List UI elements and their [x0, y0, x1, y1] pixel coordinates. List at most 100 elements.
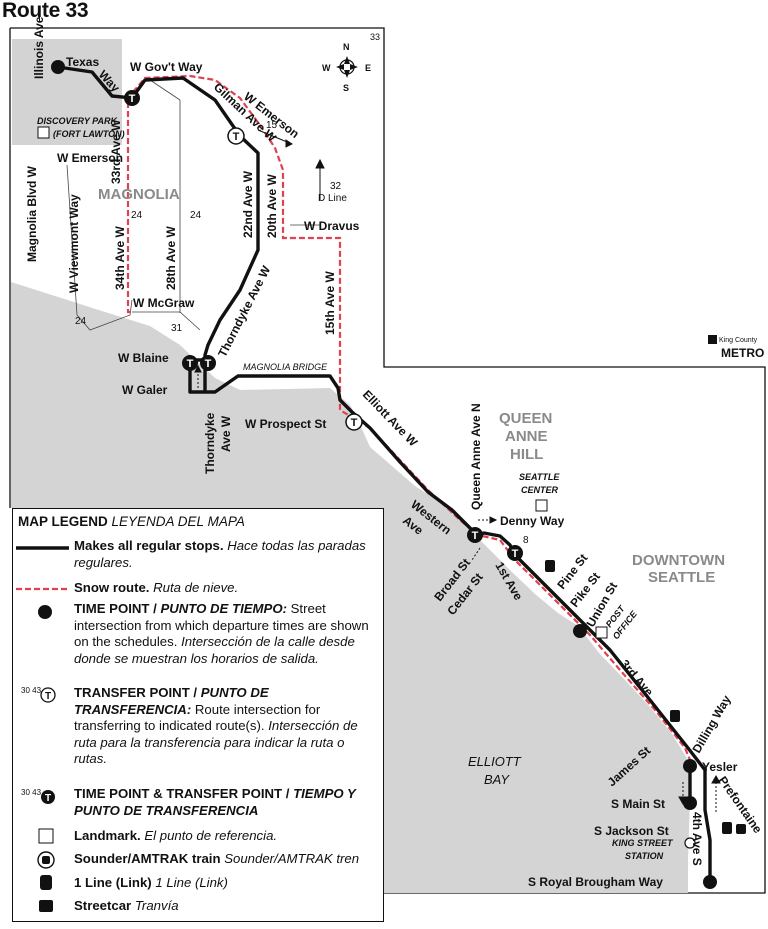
street-queen-anne: Queen Anne Ave N — [469, 403, 483, 510]
area-elliott-2: BAY — [484, 772, 510, 787]
legend-streetcar-bold: Streetcar — [74, 898, 132, 913]
street-yesler: Yesler — [702, 760, 738, 774]
page-number: 33 — [370, 32, 380, 42]
legend-link: 1 Line (Link) 1 Line (Link) — [74, 875, 379, 892]
legend-snow-italic: Ruta de nieve. — [153, 580, 239, 595]
legend-time-transfer-icon: T 30 43 — [21, 788, 55, 804]
discovery-park-area — [12, 39, 122, 145]
link-icon-3rd — [670, 710, 680, 722]
svg-text:T: T — [233, 131, 240, 143]
area-queen-anne-3: HILL — [510, 446, 543, 463]
landmark-seattle-center — [535, 499, 548, 512]
street-royal: S Royal Brougham Way — [528, 875, 663, 889]
compass-icon — [336, 56, 358, 78]
legend-tt-nums: 30 43 — [21, 788, 42, 797]
svg-text:T: T — [45, 691, 51, 702]
route-32: 32 — [330, 181, 342, 192]
legend-regular-italic: Hace todas las paradas regulares. — [74, 538, 366, 570]
legend-transfer-bold: TRANSFER POINT / — [74, 685, 201, 700]
svg-text:T: T — [45, 793, 51, 804]
transfer-timepoint-govway — [124, 90, 140, 106]
landmark-post-office — [595, 626, 608, 639]
map-legend: MAP LEGEND LEYENDA DEL MAPA Makes all re… — [12, 508, 384, 922]
route-8: 8 — [523, 535, 529, 546]
area-queen-anne-2: ANNE — [505, 428, 548, 445]
legend-heading: MAP LEGEND LEYENDA DEL MAPA — [18, 514, 245, 529]
svg-text:T: T — [129, 93, 136, 105]
landmark-discovery-2: (FORT LAWTON) — [53, 129, 125, 139]
route-31: 31 — [171, 323, 183, 334]
street-viewmont: W Viewmont Way — [67, 194, 81, 293]
svg-text:T: T — [472, 530, 479, 542]
area-magnolia: MAGNOLIA — [98, 186, 180, 203]
landmark-discovery-1: DISCOVERY PARK — [37, 116, 119, 126]
timepoint-royal — [703, 875, 717, 889]
route-24c: 24 — [190, 210, 202, 221]
street-22nd: 22nd Ave W — [241, 170, 255, 238]
landmark-king-street-2: STATION — [625, 851, 664, 861]
legend-tt-bold-italic: TIEMPO Y PUNTO DE TRANSFERENCIA — [74, 786, 356, 818]
street-34th: 34th Ave W — [113, 226, 127, 290]
transfer-point-gilman — [227, 127, 245, 145]
legend-landmark-italic: El punto de referencia. — [144, 828, 278, 843]
link-icon-pine — [545, 560, 555, 572]
legend-time-transfer: TIME POINT & TRANSFER POINT / TIEMPO Y P… — [74, 786, 379, 819]
agency-line2: METRO — [721, 346, 764, 360]
route-24a: 24 — [75, 316, 87, 327]
legend-streetcar-icon — [39, 900, 53, 912]
street-dravus: W Dravus — [304, 219, 360, 233]
legend-snow: Snow route. Ruta de nieve. — [74, 580, 379, 597]
legend-heading-italic: LEYENDA DEL MAPA — [111, 514, 245, 529]
legend-timepoint-icon — [38, 605, 52, 619]
legend-landmark: Landmark. El punto de referencia. — [74, 828, 379, 845]
legend-timepoint: TIME POINT / PUNTO DE TIEMPO: Street int… — [74, 601, 379, 667]
route-15: 15 — [266, 120, 278, 131]
legend-sounder-bold: Sounder/AMTRAK train — [74, 851, 221, 866]
legend-regular-line-icon — [16, 546, 69, 550]
street-main: S Main St — [611, 797, 665, 811]
street-15th: 15th Ave W — [323, 271, 337, 335]
legend-snow-line-icon — [16, 587, 69, 591]
legend-transfer: TRANSFER POINT / PUNTO DE TRANSFERENCIA:… — [74, 685, 379, 768]
legend-transfer-italic: Intersección de ruta para la transferenc… — [74, 718, 358, 766]
street-gov-way: W Gov't Way — [130, 60, 203, 74]
compass-s: S — [343, 83, 349, 93]
legend-sounder-icon — [37, 851, 55, 869]
area-queen-anne-1: QUEEN — [499, 410, 552, 427]
legend-timepoint-bold-italic: PUNTO DE TIEMPO: — [160, 601, 287, 616]
route-24b: 24 — [131, 210, 143, 221]
legend-timepoint-italic: Intersección de la calle desde donde se … — [74, 634, 355, 666]
legend-streetcar-italic: Tranvía — [134, 898, 179, 913]
street-thorndyke-1: Thorndyke — [203, 412, 217, 474]
street-thorndyke-2: Ave W — [219, 415, 233, 452]
streetcar-icon-king — [736, 824, 746, 834]
street-texas-1: Texas — [66, 55, 99, 69]
landmark-king-street-1: KING STREET — [612, 838, 674, 848]
timepoint-main — [683, 796, 697, 810]
transfer-timepoint-first — [507, 545, 523, 561]
street-28th: 28th Ave W — [164, 226, 178, 290]
legend-transfer-bold-italic: PUNTO DE TRANSFERENCIA: — [74, 685, 269, 717]
street-20th: 20th Ave W — [265, 174, 279, 238]
compass-e: E — [365, 63, 371, 73]
svg-text:T: T — [187, 358, 194, 370]
legend-transfer-text: Route intersection for transferring to i… — [74, 701, 321, 734]
legend-link-italic: 1 Line (Link) — [155, 875, 228, 890]
legend-sounder-italic: Sounder/AMTRAK tren — [224, 851, 360, 866]
svg-text:T: T — [205, 358, 212, 370]
legend-regular: Makes all regular stops. Hace todas las … — [74, 538, 379, 571]
svg-text:T: T — [351, 417, 358, 429]
street-dilling: Dilling Way — [689, 693, 733, 756]
cedar-arrow — [471, 547, 481, 561]
map-frame — [10, 27, 766, 894]
area-elliott-1: ELLIOTT — [468, 754, 522, 769]
compass-w: W — [322, 63, 331, 73]
street-prospect: W Prospect St — [245, 417, 326, 431]
street-mcgraw: W McGraw — [133, 296, 195, 310]
legend-transfer-nums: 30 43 — [21, 686, 42, 695]
street-blaine: W Blaine — [118, 351, 169, 365]
street-denny: Denny Way — [500, 514, 565, 528]
water-area — [11, 282, 690, 893]
street-jackson: S Jackson St — [594, 824, 669, 838]
street-elliott: Elliott Ave W — [360, 387, 421, 449]
